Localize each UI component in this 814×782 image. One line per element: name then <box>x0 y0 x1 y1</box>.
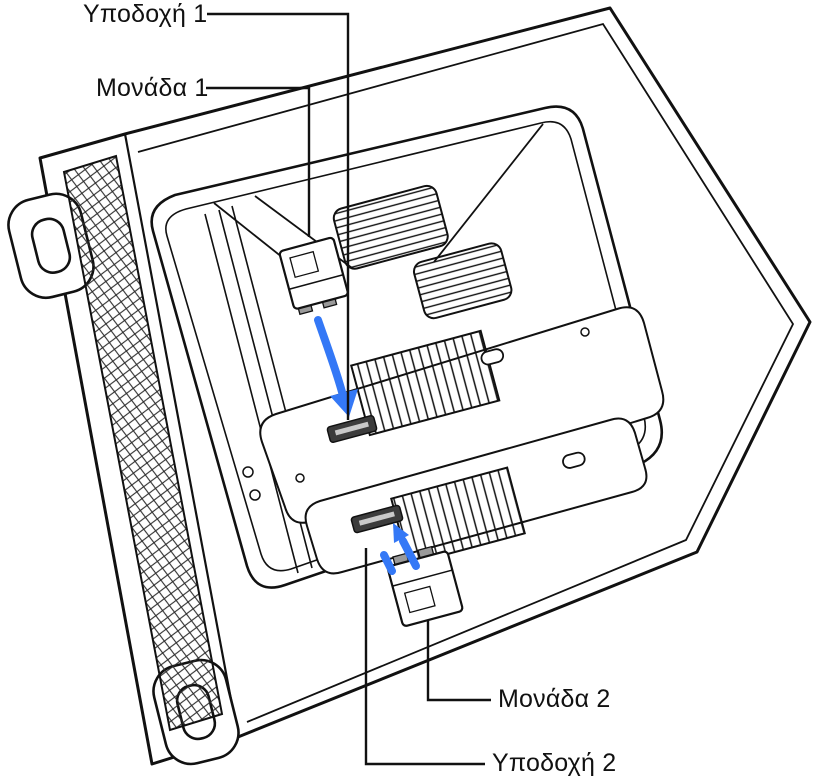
label-module-2: Μονάδα 2 <box>498 685 611 713</box>
ssd-module-2 <box>387 545 464 627</box>
label-module-1: Μονάδα 1 <box>96 74 209 102</box>
insert-arrow-up-icon <box>380 523 420 575</box>
callout-module-2 <box>426 620 491 702</box>
heatsink-1 <box>349 329 501 437</box>
callout-lines <box>206 12 491 766</box>
vent-grille-1 <box>332 184 449 270</box>
callout-module-1 <box>206 86 311 237</box>
vent-grille-2 <box>412 242 513 320</box>
callout-slot-2 <box>364 548 485 766</box>
callout-slot-1 <box>207 12 350 420</box>
label-slot-2: Υποδοχή 2 <box>492 749 617 777</box>
slot-1-connector <box>326 414 378 444</box>
screws <box>242 327 590 501</box>
insert-arrow-down-icon <box>314 316 358 417</box>
logic-board-upper <box>259 306 665 524</box>
front-grille <box>62 154 224 732</box>
label-slot-1: Υποδοχή 1 <box>83 0 208 28</box>
ssd-module-1 <box>278 236 349 316</box>
slot-2-connector <box>350 504 404 534</box>
latch-pills <box>480 348 586 469</box>
